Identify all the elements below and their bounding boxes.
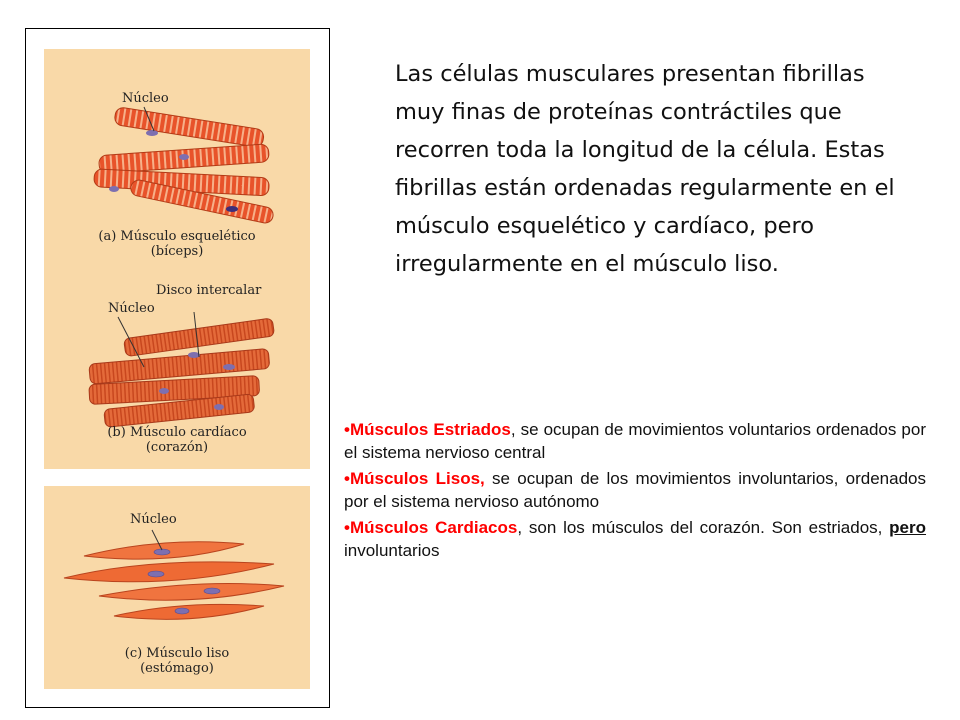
smooth-caption: (c) Músculo liso	[124, 646, 230, 661]
panel-cardiac-muscle: Disco intercalar Núcleo (b) Músculo card…	[44, 267, 310, 469]
striated-term: Músculos Estriados	[349, 420, 511, 439]
cardiac-muscle-illustration	[88, 311, 275, 428]
list-item: •Músculos Lisos, se ocupan de los movimi…	[344, 469, 927, 511]
cardiac-caption: (b) Músculo cardíaco	[107, 425, 247, 440]
list-item: •Músculos Cardiacos, son los músculos de…	[344, 518, 927, 560]
figure-frame: Núcleo (a) Músculo esquelético (bíceps)	[25, 28, 330, 708]
cardiac-caption-sub: (corazón)	[145, 440, 209, 455]
cardiac-term: Músculos Cardiacos	[349, 518, 518, 537]
panel-smooth-muscle: Núcleo (c) Músculo liso (estómago)	[44, 486, 310, 689]
skeletal-caption-sub: (bíceps)	[150, 244, 204, 259]
nucleus-label: Núcleo	[122, 91, 169, 106]
smooth-muscle-illustration	[63, 529, 285, 620]
skeletal-caption: (a) Músculo esquelético	[98, 229, 256, 244]
intro-paragraph: Las células musculares presentan fibrill…	[395, 61, 895, 277]
emphasis-word: pero	[889, 518, 927, 537]
smooth-caption-sub: (estómago)	[140, 661, 214, 676]
panel-skeletal-muscle: Núcleo (a) Músculo esquelético (bíceps)	[44, 49, 310, 271]
nucleus-icon	[146, 130, 158, 136]
intercalated-disc-label: Disco intercalar	[156, 283, 262, 298]
skeletal-muscle-illustration	[93, 106, 274, 224]
nucleus-label: Núcleo	[130, 512, 177, 527]
nucleus-label: Núcleo	[108, 301, 155, 316]
muscle-types-list: •Músculos Estriados, se ocupan de movimi…	[344, 418, 926, 565]
list-item: •Músculos Estriados, se ocupan de movimi…	[344, 420, 926, 462]
smooth-term: Músculos Lisos,	[349, 469, 485, 488]
